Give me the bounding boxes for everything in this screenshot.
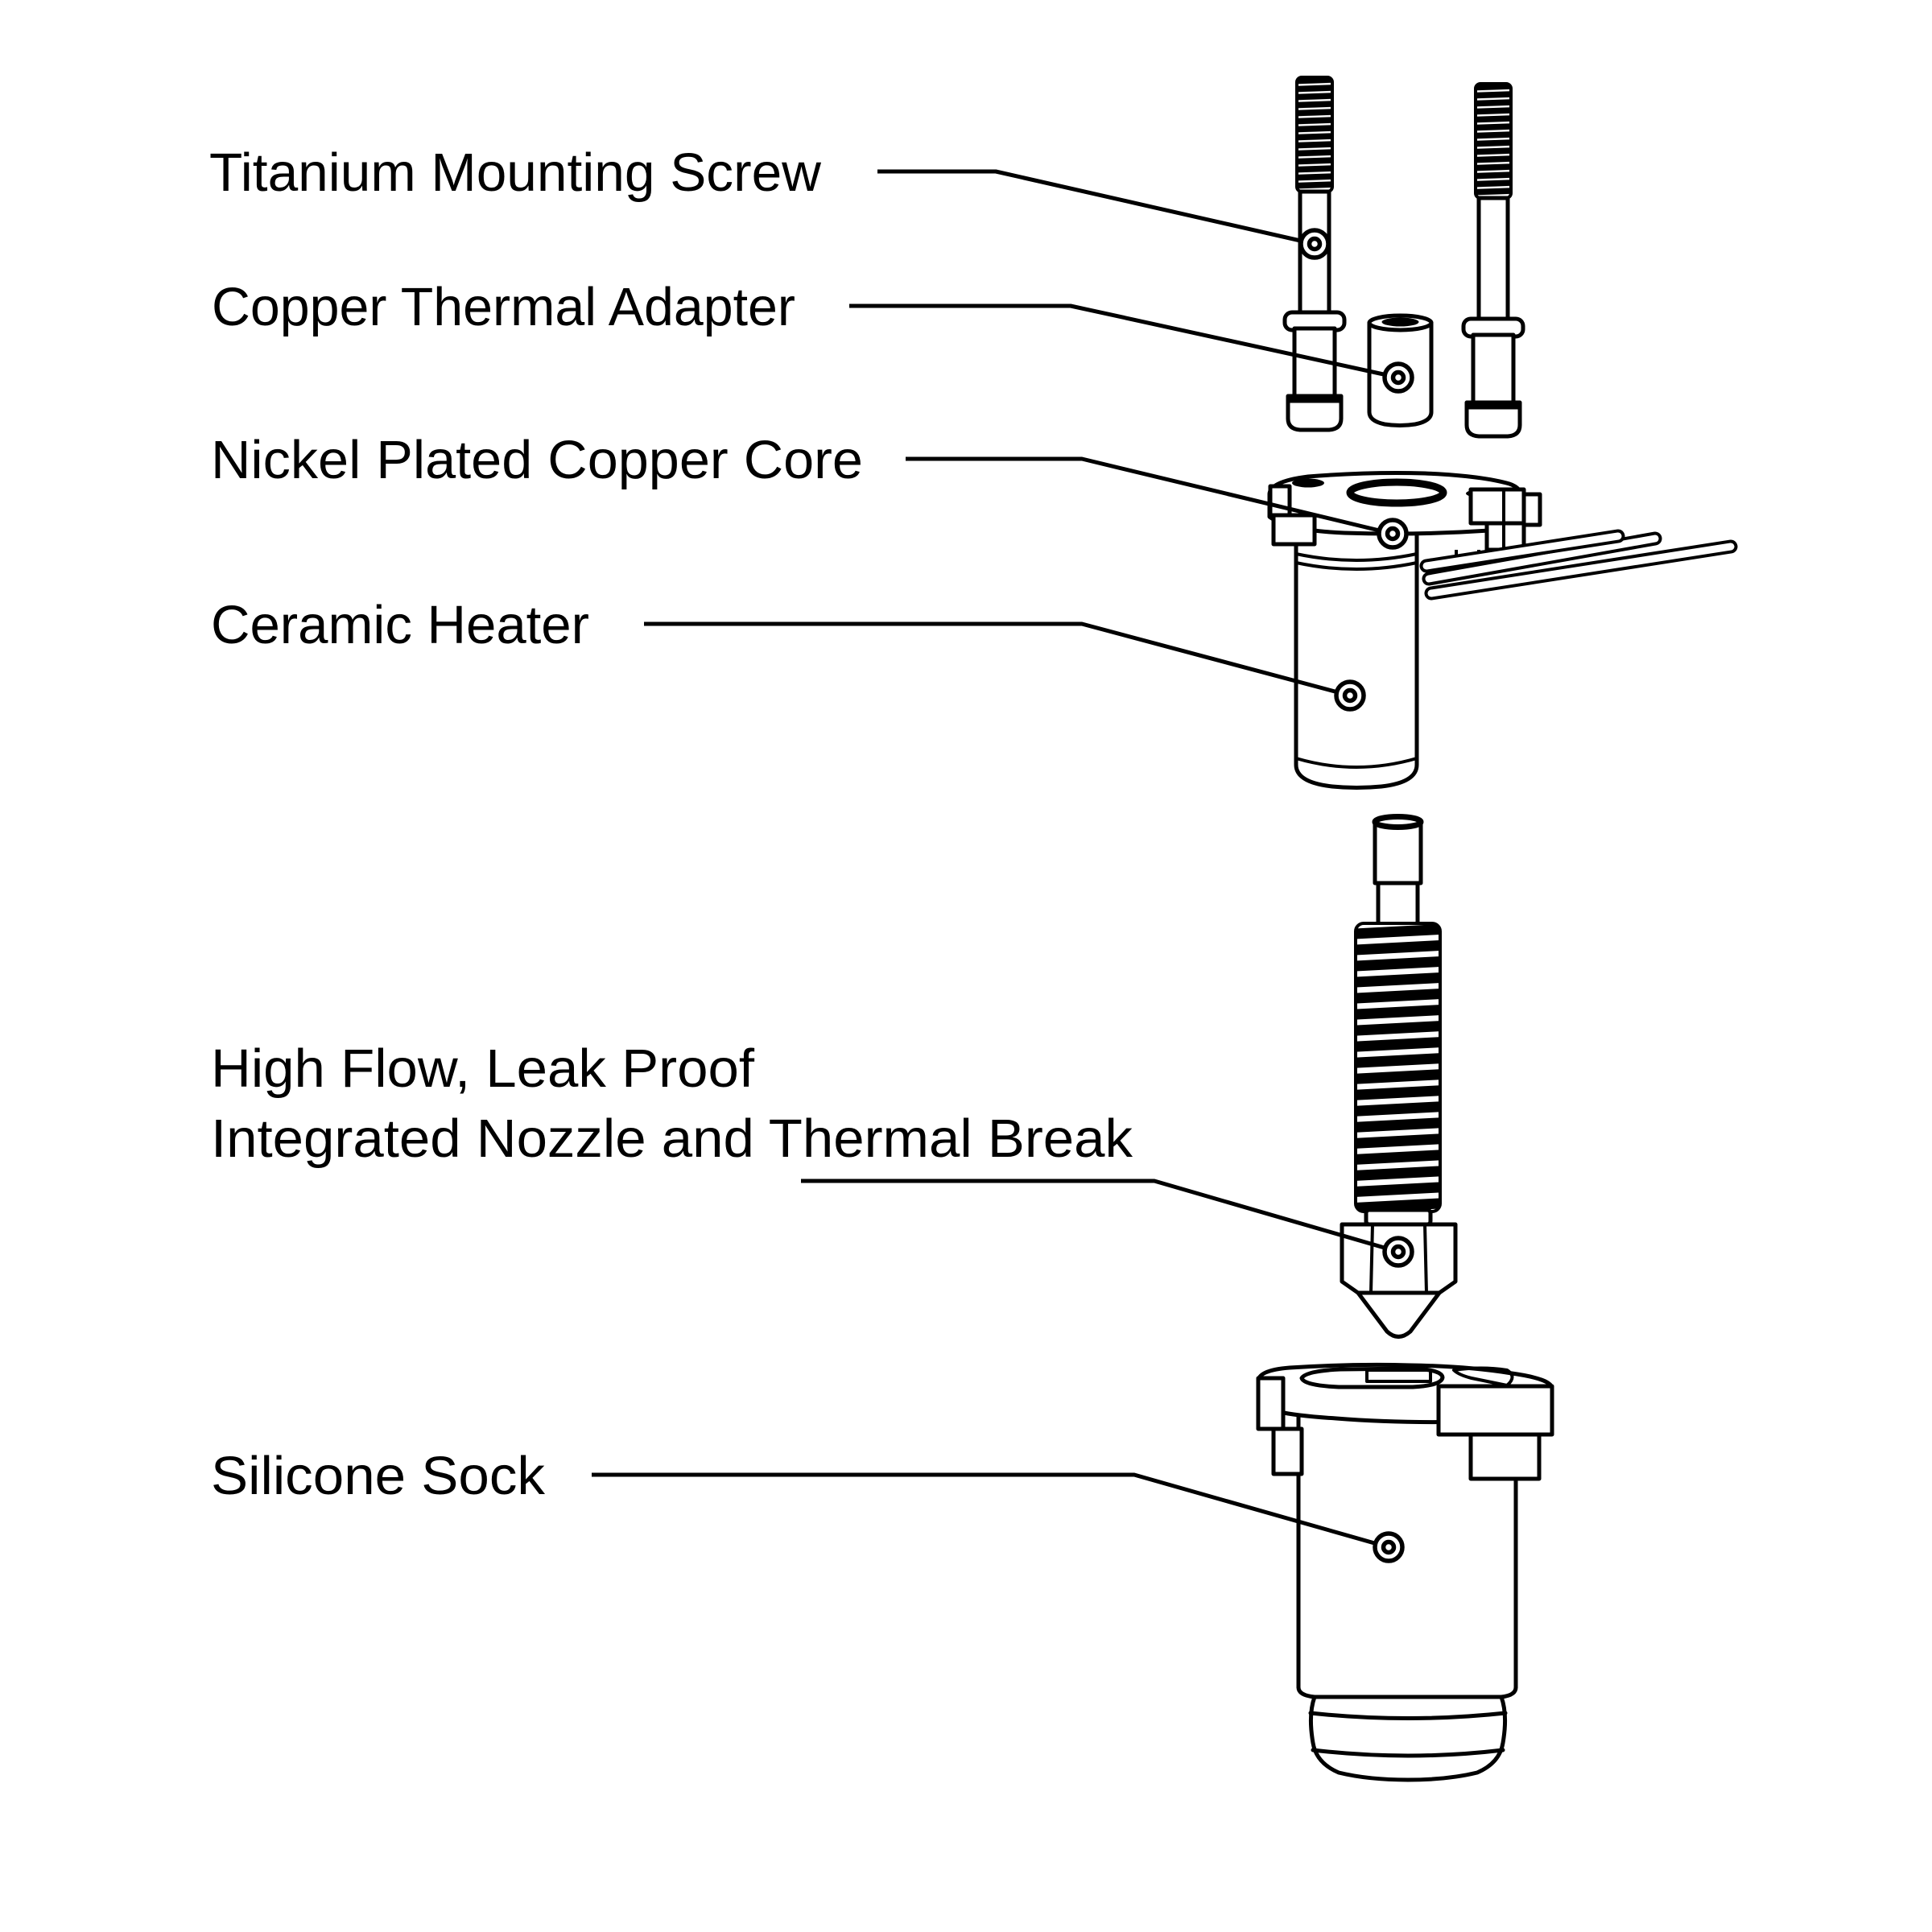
label-silicone-sock: Silicone Sock — [211, 1446, 546, 1506]
sock-rib-upper — [1308, 1711, 1508, 1720]
callout-silicone-sock — [1373, 1531, 1405, 1563]
core-ear-left-step — [1271, 513, 1317, 547]
nozzle-hex-facet-left — [1369, 1224, 1374, 1294]
nozzle-collar — [1364, 1208, 1433, 1227]
core-ear-right-face — [1468, 487, 1526, 526]
screw-thread — [1474, 82, 1513, 200]
core-heater-seam-upper — [1295, 552, 1418, 562]
leader-copper-thermal-adapter — [849, 303, 1399, 380]
label-titanium-mounting-screw: Titanium Mounting Screw — [209, 142, 822, 203]
sock-rib-lower — [1311, 1748, 1505, 1758]
sock-ear-right-face — [1436, 1384, 1554, 1437]
leader-integrated-nozzle — [801, 1179, 1399, 1254]
nozzle-thread — [1354, 922, 1442, 1213]
label-nozzle-line-2: Integrated Nozzle and Thermal Break — [211, 1108, 1133, 1169]
integrated-nozzle-and-thermal-break — [1340, 814, 1458, 1339]
core-screw-hole-left — [1292, 478, 1324, 488]
callout-ceramic-heater — [1334, 679, 1366, 712]
heater-cylinder — [1294, 510, 1419, 790]
heater-bottom-inner-edge — [1295, 757, 1418, 769]
leader-titanium-mounting-screw — [877, 169, 1315, 246]
nozzle-cone-tip — [1356, 1290, 1442, 1339]
sock-ear-left-step — [1271, 1426, 1304, 1476]
screw-lower-shaft — [1471, 332, 1516, 405]
sock-clip-slot — [1365, 1368, 1432, 1383]
core-heater-seam-lower — [1295, 561, 1418, 571]
labels: Titanium Mounting Screw Copper Thermal A… — [209, 142, 1133, 1506]
sock-body-left-bottom — [1296, 1685, 1317, 1699]
core-ear-right-side — [1521, 492, 1542, 527]
heater-wire-2 — [1422, 531, 1662, 586]
sock-bottom-cap — [1308, 1695, 1508, 1782]
label-nozzle-line-1: High Flow, Leak Proof — [211, 1038, 754, 1099]
leader-ceramic-heater — [644, 621, 1351, 698]
silicone-sock — [1256, 1362, 1554, 1782]
heatbreak-top-cylinder — [1373, 819, 1423, 886]
callout-titanium-mounting-screw — [1298, 228, 1331, 260]
sock-ear-left-face — [1256, 1376, 1286, 1431]
screw-head — [1464, 400, 1522, 439]
callout-markers — [1298, 228, 1414, 1563]
label-nickel-plated-copper-core: Nickel Plated Copper Core — [211, 430, 863, 490]
leader-lines — [592, 169, 1399, 1550]
heatbreak-neck — [1376, 881, 1420, 928]
screw-shaft — [1476, 196, 1510, 323]
nozzle-hex-facet-right — [1423, 1224, 1428, 1294]
titanium-mounting-screw-right — [1461, 82, 1525, 439]
core-ear-left-face — [1268, 484, 1292, 518]
leader-nickel-plated-copper-core — [906, 456, 1393, 536]
heater-wire-1 — [1419, 529, 1625, 573]
sock-ear-right-step — [1468, 1432, 1542, 1481]
core-center-bore — [1346, 478, 1447, 507]
label-ceramic-heater: Ceramic Heater — [211, 595, 589, 655]
callout-copper-thermal-adapter — [1382, 361, 1414, 394]
sock-body-fill — [1298, 1401, 1516, 1690]
heatbreak-top-rim — [1372, 814, 1424, 830]
leader-silicone-sock — [592, 1472, 1389, 1550]
callout-nickel-plated-copper-core — [1377, 518, 1409, 550]
label-copper-thermal-adapter: Copper Thermal Adapter — [212, 277, 795, 337]
adapter-bore-hole — [1381, 317, 1419, 327]
screw-head — [1286, 394, 1344, 432]
heater-wire-3 — [1424, 539, 1738, 601]
screw-thread — [1295, 76, 1334, 193]
callout-integrated-nozzle — [1382, 1236, 1414, 1268]
sock-body-right-bottom — [1499, 1685, 1518, 1699]
heater-wires — [1419, 529, 1738, 601]
